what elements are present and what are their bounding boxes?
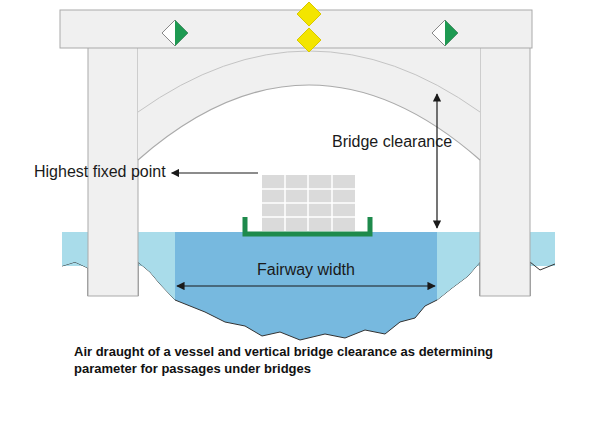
passage-sign [297, 2, 321, 26]
bridge-pillar [480, 40, 530, 296]
side-sign [175, 20, 188, 46]
clearance-arrow [436, 94, 437, 228]
vessel-hull [245, 217, 370, 234]
water [62, 232, 88, 268]
bridge-deck [60, 10, 532, 48]
water [437, 232, 480, 300]
passage-sign [297, 28, 321, 52]
bridge-arch-line [138, 85, 480, 160]
container-stack [262, 175, 355, 231]
side-sign [445, 20, 458, 46]
water [138, 232, 175, 300]
bridge-arch [138, 48, 480, 160]
caption: Air draught of a vessel and vertical bri… [74, 344, 544, 378]
side-sign [162, 20, 188, 46]
label-text: Fairway width [257, 261, 355, 279]
bridge-arch-line [138, 51, 480, 112]
width-arrow [177, 285, 435, 286]
label-text: Bridge clearance [332, 133, 452, 151]
side-sign [432, 20, 458, 46]
leader-arrow [172, 172, 258, 173]
label-text: Highest fixed point [34, 163, 166, 181]
